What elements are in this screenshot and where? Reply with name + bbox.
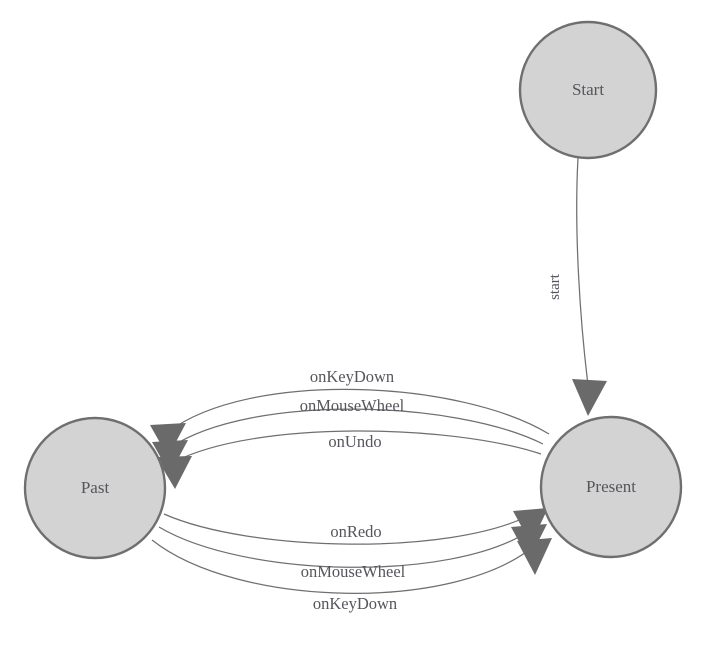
node-present-circle [539, 415, 683, 559]
edge-label-onkeydown-dn: onKeyDown [313, 594, 397, 613]
node-start[interactable]: Start [518, 20, 658, 160]
edge-label-start: start [547, 273, 563, 300]
arrowhead-present-3 [517, 538, 552, 575]
node-present-label: Present [586, 477, 636, 496]
edge-label-onkeydown-up: onKeyDown [310, 367, 394, 386]
edge-label-onmousewheel-up: onMouseWheel [300, 396, 405, 415]
edge-past-to-present-onredo[interactable]: onRedo [163, 508, 548, 545]
edge-path-onmousewheel-dn [158, 526, 530, 568]
edge-present-to-past-onkeydown[interactable]: onKeyDown [150, 367, 550, 457]
arrowhead-past-1 [150, 423, 186, 457]
edge-past-to-present-onkeydown[interactable]: onKeyDown [151, 538, 552, 613]
edge-path-onkeydown-up [167, 388, 550, 435]
edge-present-to-past-onundo[interactable]: onUndo [156, 430, 542, 489]
edge-path-onmousewheel-up [170, 408, 544, 448]
arrowhead-past-3 [156, 456, 192, 489]
edge-label-onredo: onRedo [330, 522, 381, 541]
node-past[interactable]: Past [23, 416, 167, 560]
edge-path-onredo [163, 513, 531, 545]
arrowhead-present-top [572, 379, 607, 416]
edge-label-onundo: onUndo [328, 432, 381, 451]
edge-path-onundo [173, 430, 542, 463]
node-past-circle [23, 416, 167, 560]
edge-label-onmousewheel-dn: onMouseWheel [301, 562, 406, 581]
node-start-label: Start [572, 80, 604, 99]
edge-path-onkeydown-dn [151, 539, 535, 594]
node-past-label: Past [81, 478, 110, 497]
edge-start-to-present[interactable]: start [547, 157, 607, 416]
node-start-circle [518, 20, 658, 160]
node-present[interactable]: Present [539, 415, 683, 559]
edge-path-start [576, 157, 589, 386]
edge-present-to-past-onmousewheel[interactable]: onMouseWheel [152, 396, 544, 474]
